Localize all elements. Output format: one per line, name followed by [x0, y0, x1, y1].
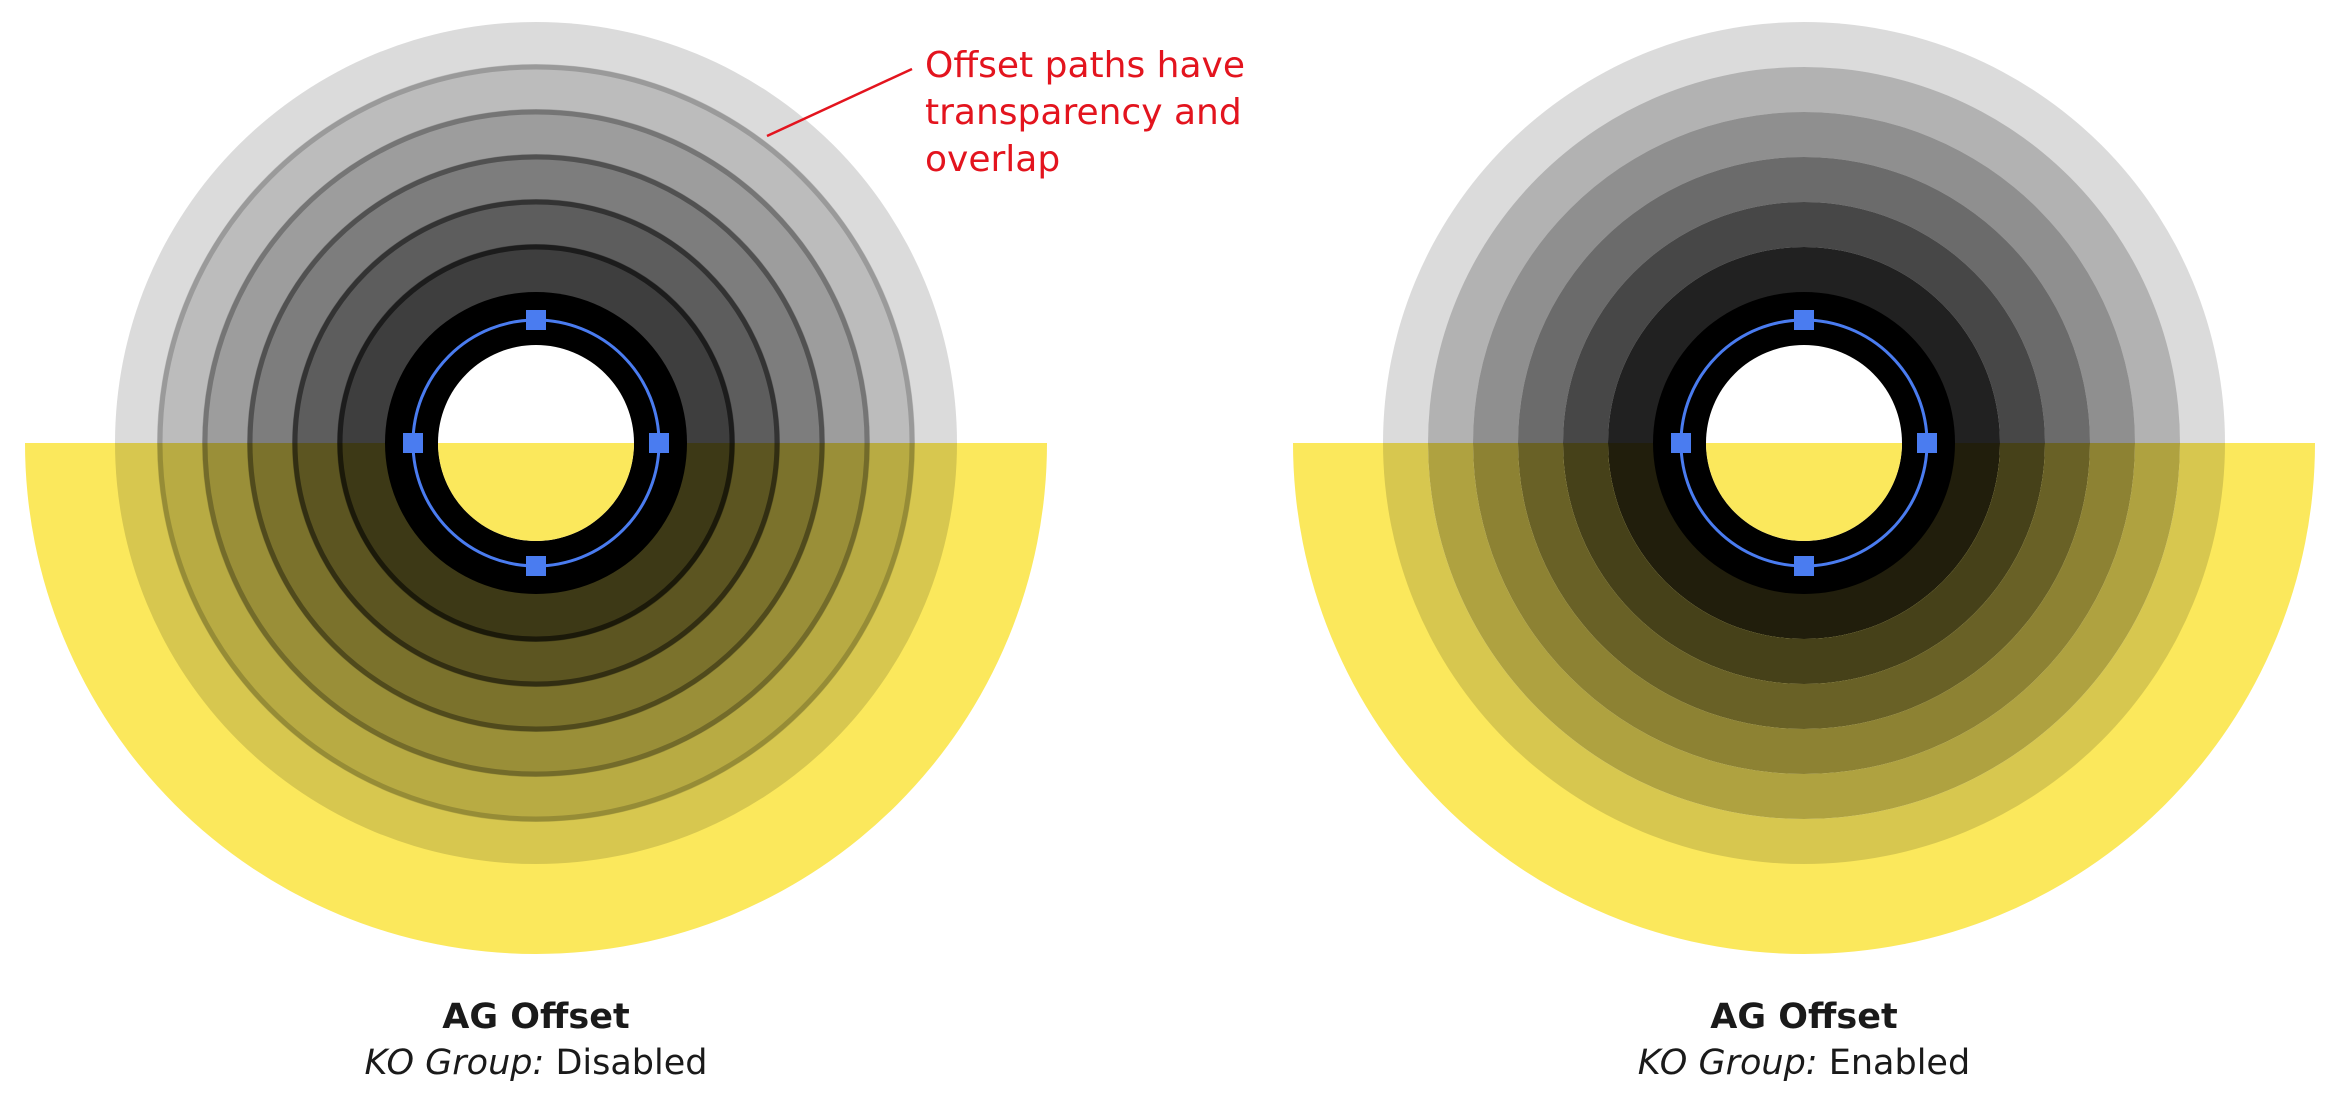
yellow-half-disc: [25, 443, 1047, 954]
selected-path[interactable]: [1671, 310, 1937, 576]
annotation-line-3: overlap: [925, 139, 1060, 180]
ko-label: KO Group:: [364, 1043, 544, 1083]
annotation-callout: Offset paths have transparency and overl…: [766, 45, 1245, 180]
ko-value: Disabled: [555, 1043, 707, 1083]
caption-left: AG Offset KO Group: Disabled: [364, 997, 707, 1083]
anchor-handle-left[interactable]: [403, 433, 423, 453]
annotation-line-1: Offset paths have: [925, 45, 1245, 86]
annotation-line-2: transparency and: [925, 92, 1242, 133]
ko-label: KO Group:: [1638, 1043, 1818, 1083]
caption-subtitle: KO Group: Enabled: [1638, 1043, 1970, 1083]
caption-right: AG Offset KO Group: Enabled: [1638, 997, 1970, 1083]
anchor-handle-top[interactable]: [1794, 310, 1814, 330]
inner-hole: [1706, 345, 1902, 541]
caption-title: AG Offset: [1710, 997, 1897, 1037]
caption-subtitle: KO Group: Disabled: [364, 1043, 707, 1083]
figure-ko-enabled: [1293, 22, 2315, 954]
selected-path[interactable]: [403, 310, 669, 576]
inner-hole: [438, 345, 634, 541]
leader-line-icon: [766, 67, 913, 138]
caption-title: AG Offset: [442, 997, 629, 1037]
anchor-handle-left[interactable]: [1671, 433, 1691, 453]
ko-value: Enabled: [1829, 1043, 1970, 1083]
figure-ko-disabled: [25, 22, 1047, 954]
anchor-handle-bottom[interactable]: [526, 556, 546, 576]
anchor-handle-right[interactable]: [649, 433, 669, 453]
anchor-handle-top[interactable]: [526, 310, 546, 330]
anchor-handle-right[interactable]: [1917, 433, 1937, 453]
anchor-handle-bottom[interactable]: [1794, 556, 1814, 576]
